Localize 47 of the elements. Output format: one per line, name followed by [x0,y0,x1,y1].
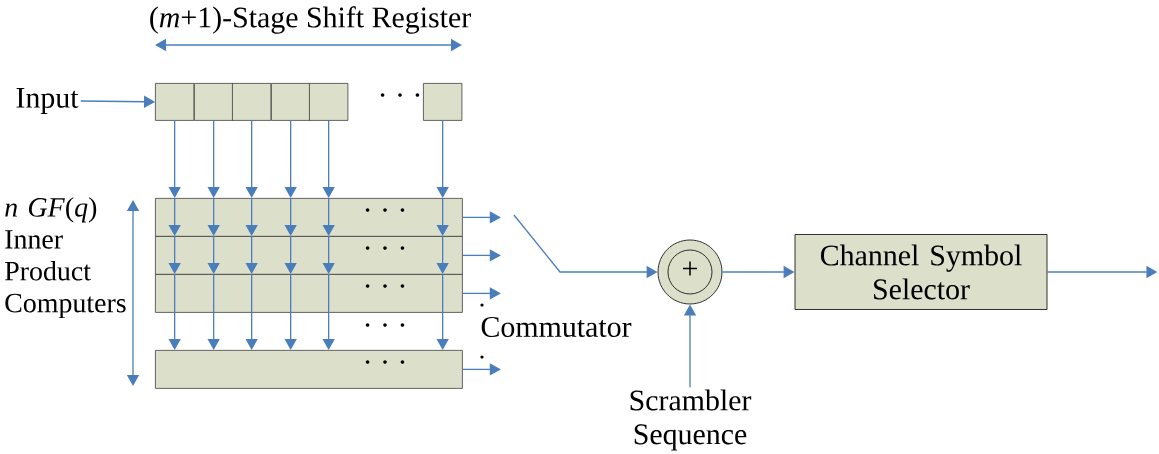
commutator-label: Commutator [481,316,632,338]
arrow [284,197,297,236]
arrow [207,273,220,350]
arrow [436,235,449,274]
arrow [168,273,181,350]
arrow [462,211,501,224]
arrow [284,273,297,350]
register-cell [271,83,311,121]
arrow [245,273,258,350]
arrow [322,273,335,350]
arrow [322,235,335,274]
arrow [462,249,501,262]
arrow [245,120,258,198]
arrow [322,120,335,198]
arrow [284,120,297,198]
ellipsis: · · · [380,93,420,97]
arrow [436,273,449,350]
arrow [245,197,258,236]
register-cell [155,83,195,121]
arrow [168,120,181,198]
input-label: Scrambler Sequence [630,389,752,451]
computer-bar: · · · [155,236,463,275]
title-label: (m+1)-Stage Shift Register [150,6,471,34]
arrow [436,120,449,198]
input-label: Input [16,88,79,114]
arrow [284,235,297,274]
arrow [80,95,155,108]
ellipsis: · · · [365,323,405,327]
computer-bar: · · · [155,274,463,313]
arrow [322,197,335,236]
arrow [207,235,220,274]
arrow [462,363,501,376]
arrow [462,287,501,300]
arrow [207,120,220,198]
process-box: Channel Symbol Selector [794,234,1048,310]
arrow [207,197,220,236]
register-cell [194,83,234,121]
computer-bar: · · · [155,350,463,389]
arrow [168,235,181,274]
register-cell [423,83,463,121]
arrow [245,235,258,274]
side-label: n GF(q) Inner Product Computers [5,197,126,319]
arrow [168,197,181,236]
register-cell [232,83,272,121]
register-cell [309,83,349,121]
computer-bar: · · · [155,198,463,237]
arrow [436,197,449,236]
